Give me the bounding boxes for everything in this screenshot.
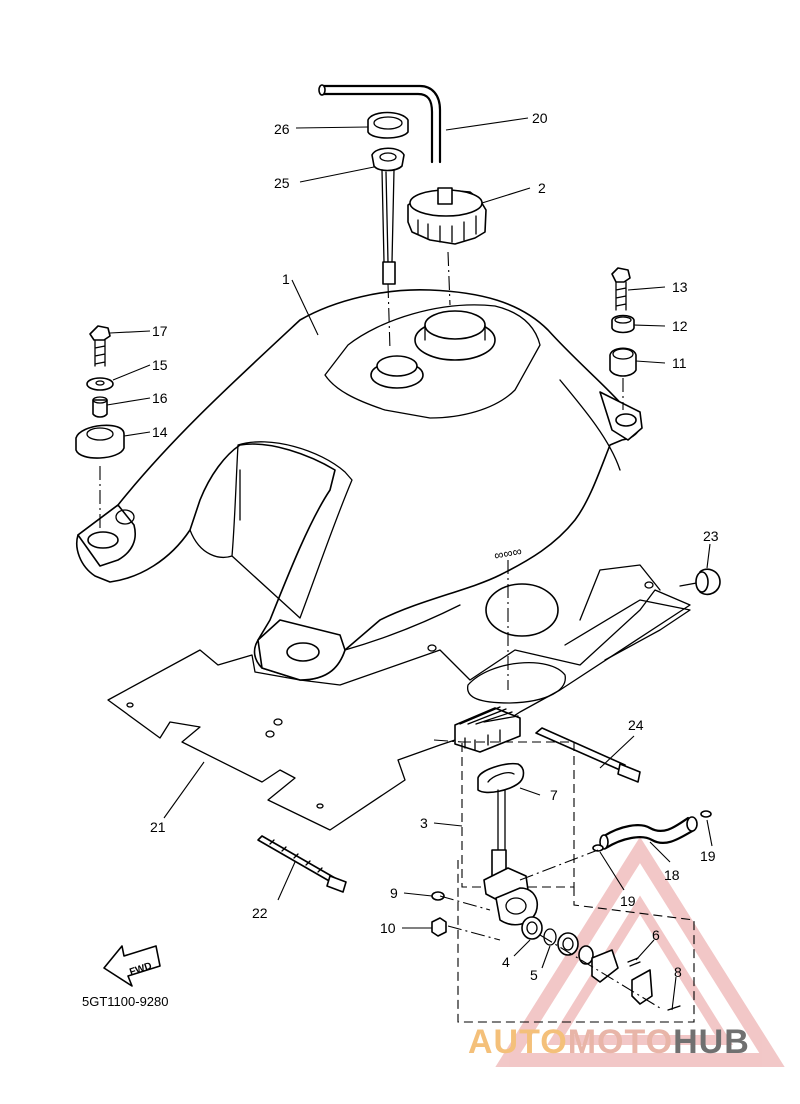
callout-10: 10 xyxy=(380,920,396,936)
callout-5: 5 xyxy=(530,967,538,983)
reference-code: 5GT1100-9280 xyxy=(82,994,169,1009)
callout-16: 16 xyxy=(152,390,168,406)
fuel-cock-assembly xyxy=(431,741,695,1023)
callout-3: 3 xyxy=(420,815,428,831)
watermark-text: AUTOMOTOHUB xyxy=(468,1022,750,1062)
callout-6: 6 xyxy=(652,927,660,943)
fuel-hose-18 xyxy=(592,810,712,852)
callouts: 1 2 26 25 20 13 12 11 17 15 16 14 23 24 … xyxy=(150,110,719,983)
watermark-part-hub: HUB xyxy=(673,1023,750,1061)
callout-20: 20 xyxy=(532,110,548,126)
callout-11: 11 xyxy=(672,355,687,371)
callout-15: 15 xyxy=(152,357,168,373)
leader-lines xyxy=(106,117,713,1011)
callout-24: 24 xyxy=(628,717,644,733)
callout-19-right: 19 xyxy=(700,848,716,864)
callout-26: 26 xyxy=(274,121,290,137)
heat-shield-plate xyxy=(107,564,691,831)
callout-19-left: 19 xyxy=(620,893,636,909)
callout-12: 12 xyxy=(672,318,688,334)
callout-23: 23 xyxy=(703,528,719,544)
left-mount-hardware xyxy=(75,325,125,459)
fuel-sender-unit xyxy=(367,111,409,285)
callout-4: 4 xyxy=(502,954,510,970)
damper-block xyxy=(454,706,521,753)
callout-21: 21 xyxy=(150,819,166,835)
right-mount-hardware xyxy=(609,267,637,377)
callout-8: 8 xyxy=(674,964,682,980)
bolt-23 xyxy=(679,568,721,596)
forward-arrow: FWD xyxy=(103,945,161,987)
svg-text:∞∞∞: ∞∞∞ xyxy=(493,543,523,563)
watermark-part-auto: AUTO xyxy=(468,1023,568,1061)
callout-2: 2 xyxy=(538,180,546,196)
callout-22: 22 xyxy=(252,905,268,921)
cable-tie-24 xyxy=(535,727,641,783)
fuel-breather-hose xyxy=(318,84,442,164)
watermark-part-moto: MOTO xyxy=(567,1023,674,1061)
fuel-tank: ∞∞∞ xyxy=(76,288,643,681)
callout-18: 18 xyxy=(664,867,680,883)
callout-17: 17 xyxy=(152,323,168,339)
callout-7: 7 xyxy=(550,787,558,803)
fuel-tank-cap xyxy=(407,187,487,245)
assembly-center-lines xyxy=(99,251,661,1009)
cable-tie-22 xyxy=(257,835,347,893)
callout-9: 9 xyxy=(390,885,398,901)
callout-13: 13 xyxy=(672,279,688,295)
callout-25: 25 xyxy=(274,175,290,191)
callout-14: 14 xyxy=(152,424,168,440)
callout-1: 1 xyxy=(282,271,290,287)
